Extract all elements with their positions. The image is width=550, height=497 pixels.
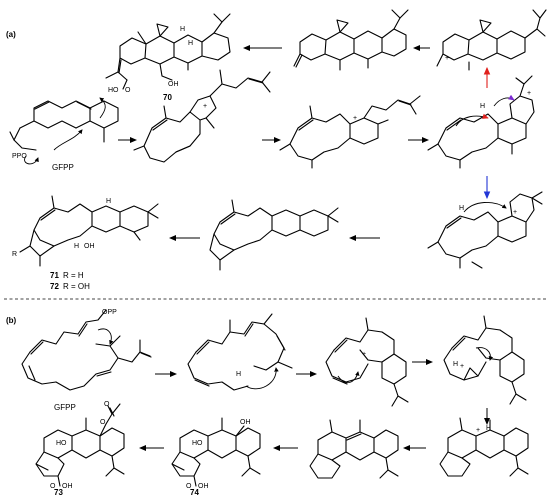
atom-label-o: O <box>50 483 56 490</box>
structure-compound-74: HO OH O OH <box>171 417 261 490</box>
compound-label-71: 71 <box>50 271 59 280</box>
atom-label-h: H <box>188 40 193 47</box>
atom-label-h: H <box>180 26 185 33</box>
structure-compound-73: HO O O O OH <box>35 401 125 490</box>
carbocation-plus: + <box>476 427 480 434</box>
structure-intermediate-b2: + <box>325 317 409 407</box>
atom-label-h: H <box>74 243 79 250</box>
compound-label-70: 70 <box>163 93 172 102</box>
atom-label-h: H <box>486 425 491 432</box>
precursor-label-gfpp: GFPP <box>54 403 76 412</box>
atom-label-h: H <box>236 371 241 378</box>
structure-compound-71-72: R H OH H <box>12 195 159 267</box>
carbocation-plus: + <box>353 115 357 122</box>
compound-label-72: 72 <box>50 282 59 291</box>
structure-intermediate-a2: + <box>436 9 547 71</box>
compound-label-73: 73 <box>54 488 63 497</box>
substituent-r: R <box>12 251 17 258</box>
structure-intermediate-a6 <box>209 199 339 271</box>
precursor-label-gfpp: GFPP <box>52 163 74 172</box>
atom-label-h: H <box>453 361 458 368</box>
structure-intermediate-a1 <box>293 9 409 71</box>
substituent-label-72: R = OH <box>63 282 90 291</box>
structure-intermediate-b1: H <box>187 313 293 391</box>
structure-gfpp: PPO <box>9 97 119 165</box>
substituent-label-71: R = H <box>63 271 84 280</box>
structure-intermediate-a5: H + <box>427 75 535 169</box>
atom-label-o: O <box>104 401 110 408</box>
atom-label-hooc: HO <box>108 87 119 94</box>
structure-intermediate-b3: H + <box>443 315 527 405</box>
carbocation-plus: + <box>445 55 449 62</box>
structure-intermediate-a9 <box>294 212 352 254</box>
atom-label-h: H <box>480 103 485 110</box>
structure-intermediate-b5 <box>309 419 399 479</box>
carbocation-plus: + <box>460 363 464 370</box>
atom-label-ho: HO <box>56 440 67 447</box>
atom-label-oh: OH <box>84 243 95 250</box>
atom-label-oh: OH <box>168 81 179 88</box>
structure-intermediate-b4: + H <box>439 417 529 477</box>
structure-compound-70: HO O OH H H <box>105 13 231 94</box>
carbocation-plus: + <box>527 90 531 97</box>
atom-label-h: H <box>106 198 111 205</box>
atom-label-opp: OPP <box>102 309 117 316</box>
atom-label-o: O <box>125 87 131 94</box>
carbocation-plus: + <box>203 103 207 110</box>
structure-intermediate-a4: + <box>279 95 421 169</box>
atom-label-o: O <box>100 419 106 426</box>
structure-gfpp-b: OPP <box>21 309 152 391</box>
structure-intermediate-a7 <box>300 212 328 222</box>
atom-label-oh: OH <box>240 419 251 426</box>
atom-label-ho: HO <box>192 440 203 447</box>
compound-label-74: 74 <box>190 488 199 497</box>
structure-intermediate-a3: + <box>133 69 271 163</box>
atom-label-oh: OH <box>62 483 73 490</box>
carbocation-plus: + <box>513 209 517 216</box>
carbocation-plus: + <box>362 351 366 358</box>
panel-label-a: (a) <box>6 30 16 39</box>
panel-label-b: (b) <box>6 316 17 325</box>
atom-label-ppo: PPO <box>12 153 27 160</box>
atom-label-oh: OH <box>198 483 209 490</box>
structure-intermediate-a8: H + <box>427 191 543 269</box>
atom-label-o: O <box>186 483 192 490</box>
atom-label-h: H <box>459 205 464 212</box>
